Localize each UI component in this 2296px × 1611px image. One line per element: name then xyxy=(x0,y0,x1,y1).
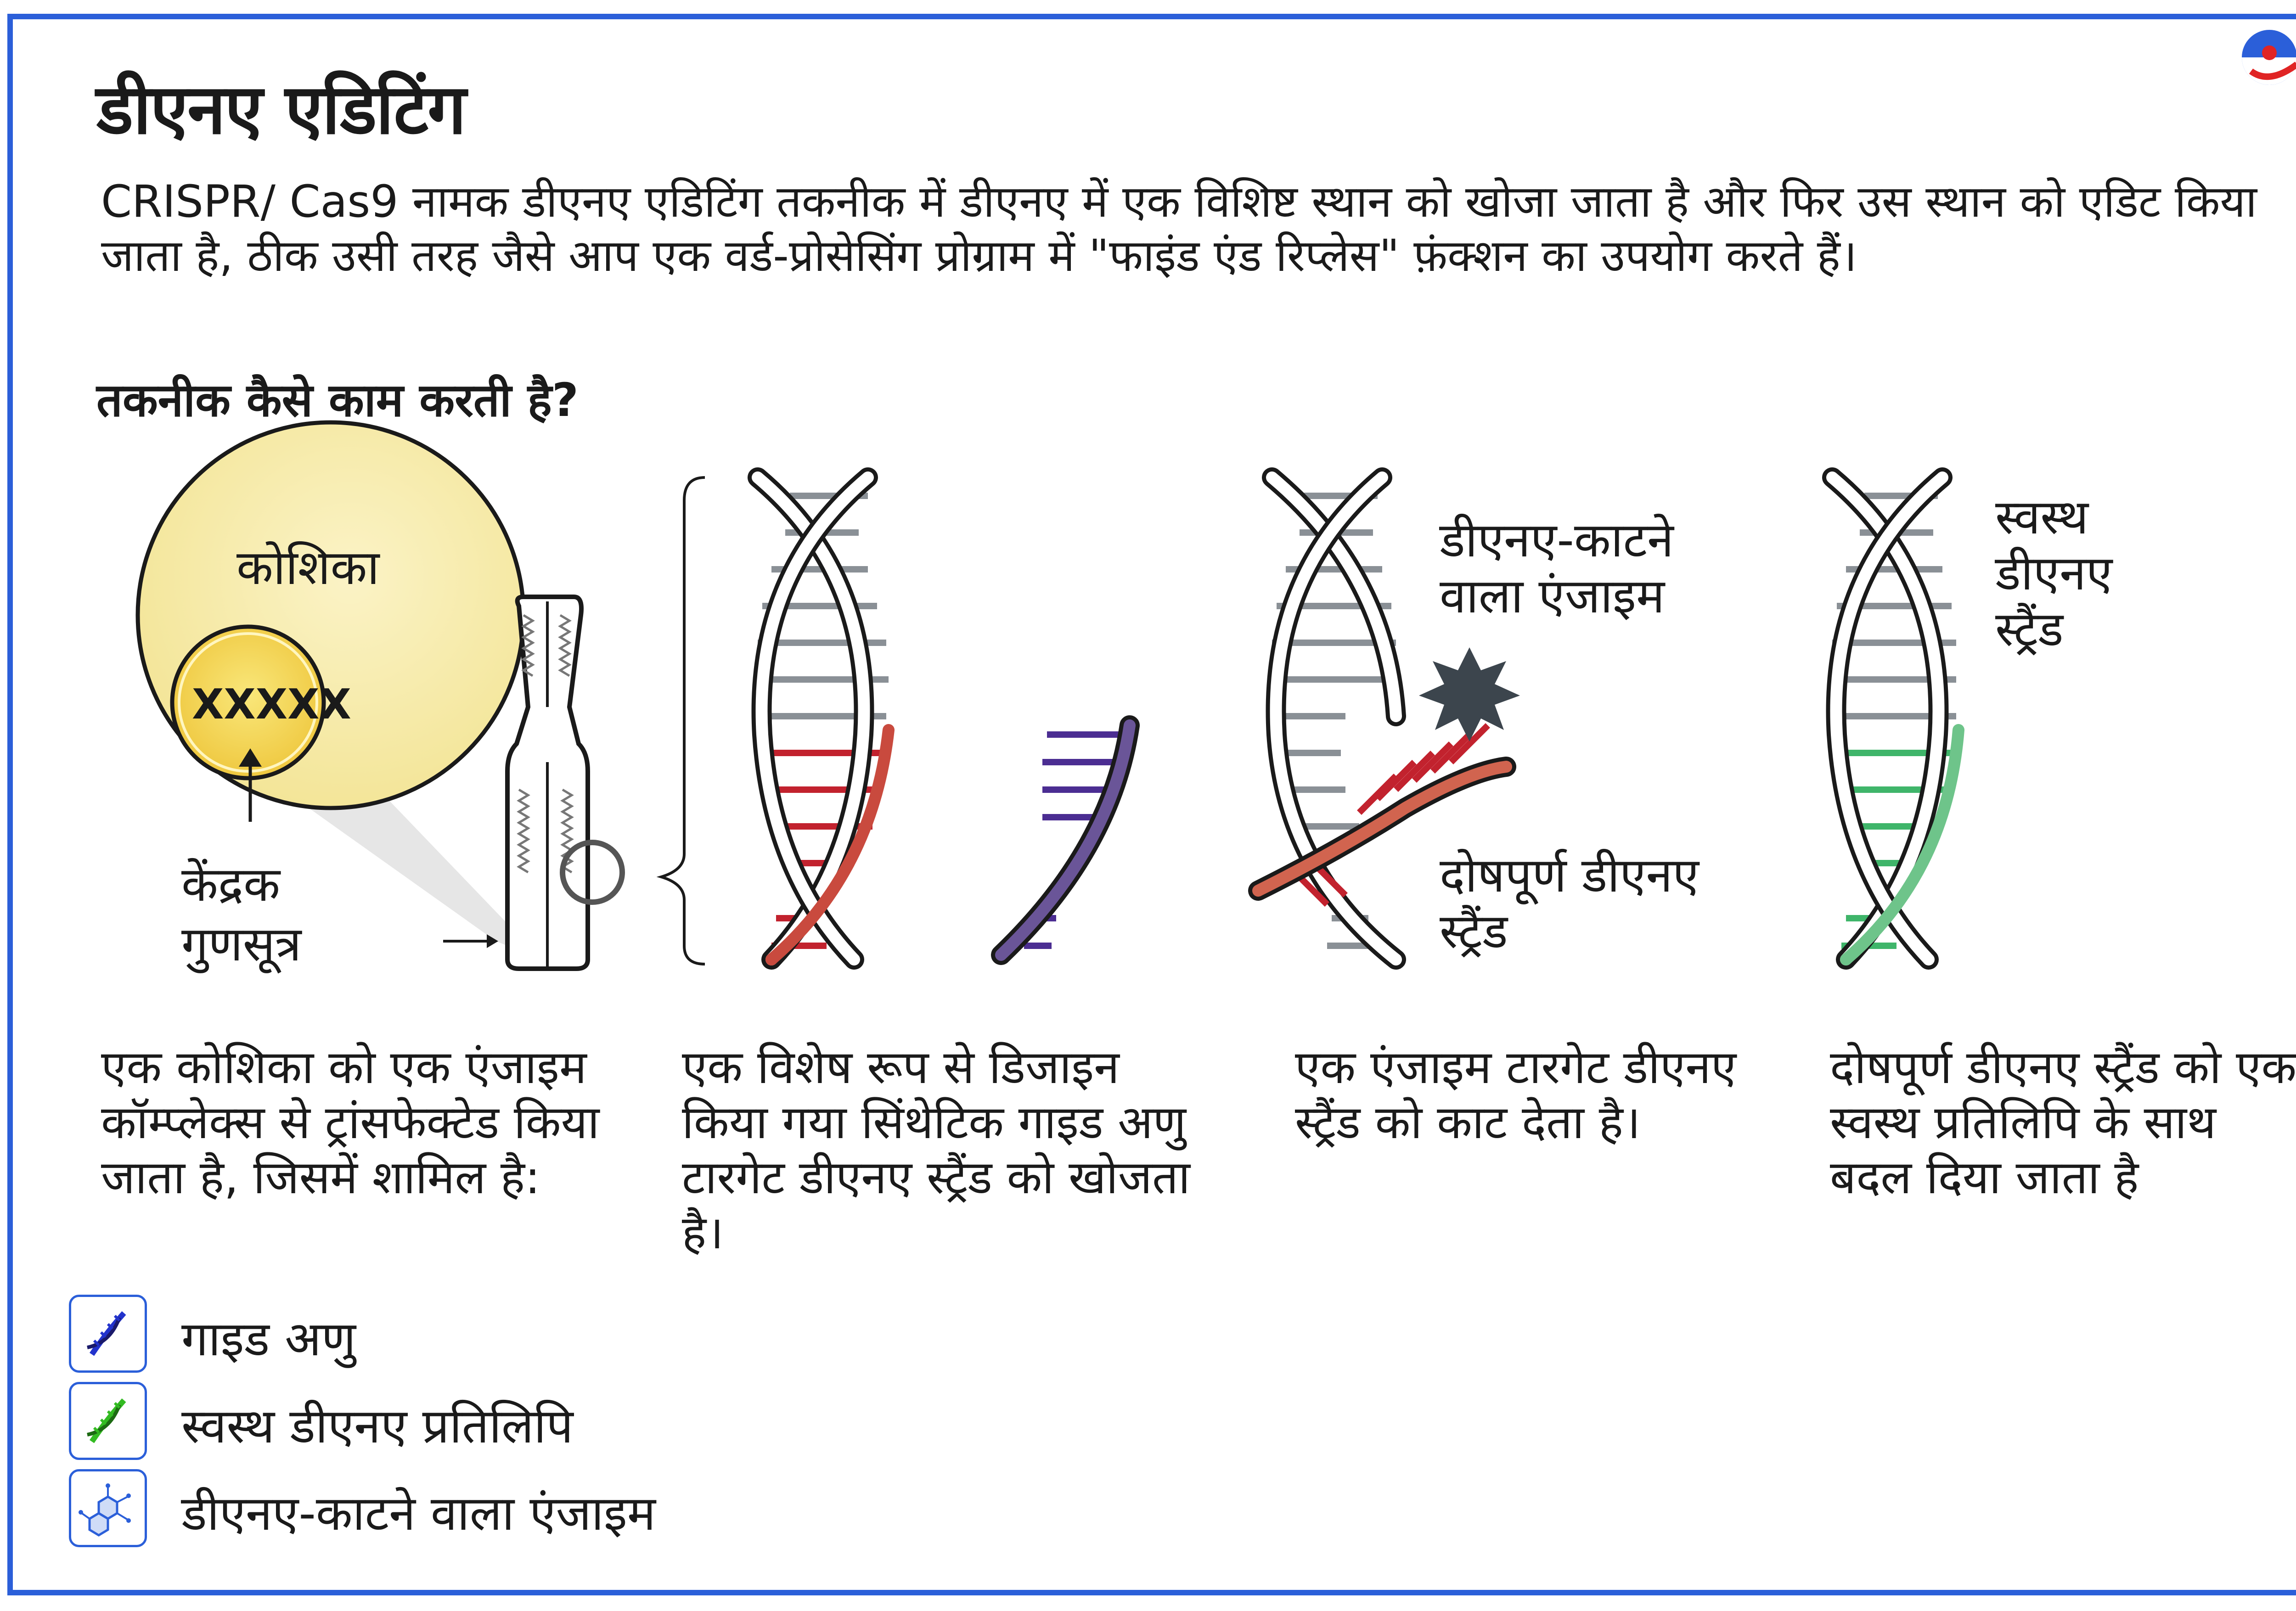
chromosome-illustration xyxy=(443,595,625,971)
zoom-circle xyxy=(560,840,625,905)
dna-cut xyxy=(1248,467,1520,970)
brand-logo-icon xyxy=(2242,30,2296,85)
svg-text:XXXXX: XXXXX xyxy=(192,680,351,729)
caption-step-2: एक विशेष रूप से डिजाइन किया गया सिंथेटिक… xyxy=(682,1040,1190,1259)
enzyme-molecule-icon xyxy=(79,1483,131,1537)
label-enzyme: डीएनए-काटने वाला एंजाइम xyxy=(1440,512,1674,624)
caption-step-3: एक एंजाइम टारगेट डीएनए स्ट्रैंड को काट द… xyxy=(1295,1040,1737,1149)
section-subheading: तकनीक कैसे काम करती है? xyxy=(96,373,579,427)
label-chromosome: गुणसूत्र xyxy=(181,916,302,972)
dna-icon xyxy=(87,1398,126,1443)
mini-chromosomes: XXXXX xyxy=(192,680,351,729)
dna-target xyxy=(748,467,895,970)
nucleus-circle xyxy=(170,624,326,780)
page-title: डीएनए एडिटिंग xyxy=(96,70,466,150)
caption-step-1: एक कोशिका को एक एंजाइम कॉम्प्लेक्स से ट्… xyxy=(101,1040,600,1204)
label-healthy-strand: स्वस्थ डीएनए स्ट्रैंड xyxy=(1995,489,2113,657)
dna-healthy xyxy=(1822,467,1964,970)
enzyme-star xyxy=(1419,647,1520,741)
legend-label: डीएनए-काटने वाला एंजाइम xyxy=(181,1485,656,1541)
label-nucleus: केंद्रक xyxy=(181,856,280,912)
legend-label: गाइड अणु xyxy=(181,1311,356,1367)
caption-step-4: दोषपूर्ण डीएनए स्ट्रैंड को एक स्वस्थ प्र… xyxy=(1830,1040,2296,1204)
label-cell: कोशिका xyxy=(236,539,380,595)
zoom-bracket xyxy=(656,476,705,965)
intro-paragraph: CRISPR/ Cas9 नामक डीएनए एडिटिंग तकनीक मे… xyxy=(101,176,2257,281)
dna-icon xyxy=(87,1311,126,1356)
label-faulty-strand: दोषपूर्ण डीएनए स्ट्रैंड xyxy=(1440,847,1699,959)
guide-molecule xyxy=(991,715,1140,965)
legend-label: स्वस्थ डीएनए प्रतिलिपि xyxy=(181,1398,574,1454)
